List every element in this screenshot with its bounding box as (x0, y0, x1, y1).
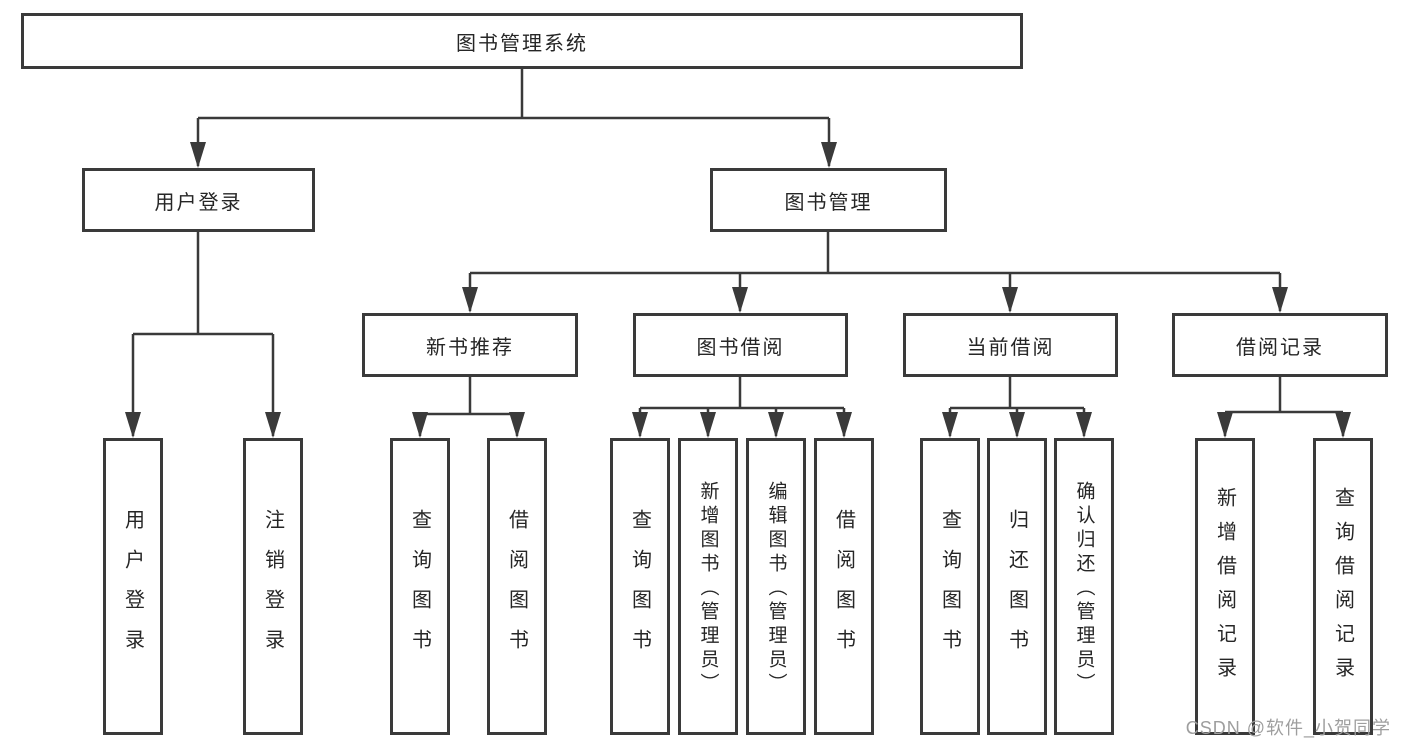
leaf-borrow-books-borrowing: 借阅图书 (814, 438, 874, 735)
leaf-query-books-current: 查询图书 (920, 438, 980, 735)
node-book-borrowing: 图书借阅 (633, 313, 848, 377)
node-user-login: 用户登录 (82, 168, 315, 232)
leaf-return-books: 归还图书 (987, 438, 1047, 735)
connector (470, 232, 1280, 275)
leaf-add-books-admin: 新增图书（管理员） (678, 438, 738, 735)
node-book-management: 图书管理 (710, 168, 947, 232)
leaf-confirm-return-admin: 确认归还（管理员） (1054, 438, 1114, 735)
leaf-add-borrow-record: 新增借阅记录 (1195, 438, 1255, 735)
node-library-system: 图书管理系统 (21, 13, 1023, 69)
connector (133, 232, 273, 336)
connector-group (125, 69, 1351, 438)
connector (420, 377, 517, 416)
leaf-user-login: 用户登录 (103, 438, 163, 735)
leaf-query-books-recommend: 查询图书 (390, 438, 450, 735)
csdn-watermark: CSDN @软件_小贺同学 (1185, 718, 1391, 738)
leaf-query-books-borrowing: 查询图书 (610, 438, 670, 735)
connector (1225, 377, 1343, 414)
node-borrowing-records: 借阅记录 (1172, 313, 1388, 377)
node-current-borrowing: 当前借阅 (903, 313, 1118, 377)
connector (198, 69, 829, 120)
leaf-query-borrow-record: 查询借阅记录 (1313, 438, 1373, 735)
leaf-logout: 注销登录 (243, 438, 303, 735)
connector (640, 377, 844, 410)
leaf-borrow-books-recommend: 借阅图书 (487, 438, 547, 735)
connector (950, 377, 1084, 410)
leaf-edit-books-admin: 编辑图书（管理员） (746, 438, 806, 735)
node-new-book-recommendation: 新书推荐 (362, 313, 578, 377)
